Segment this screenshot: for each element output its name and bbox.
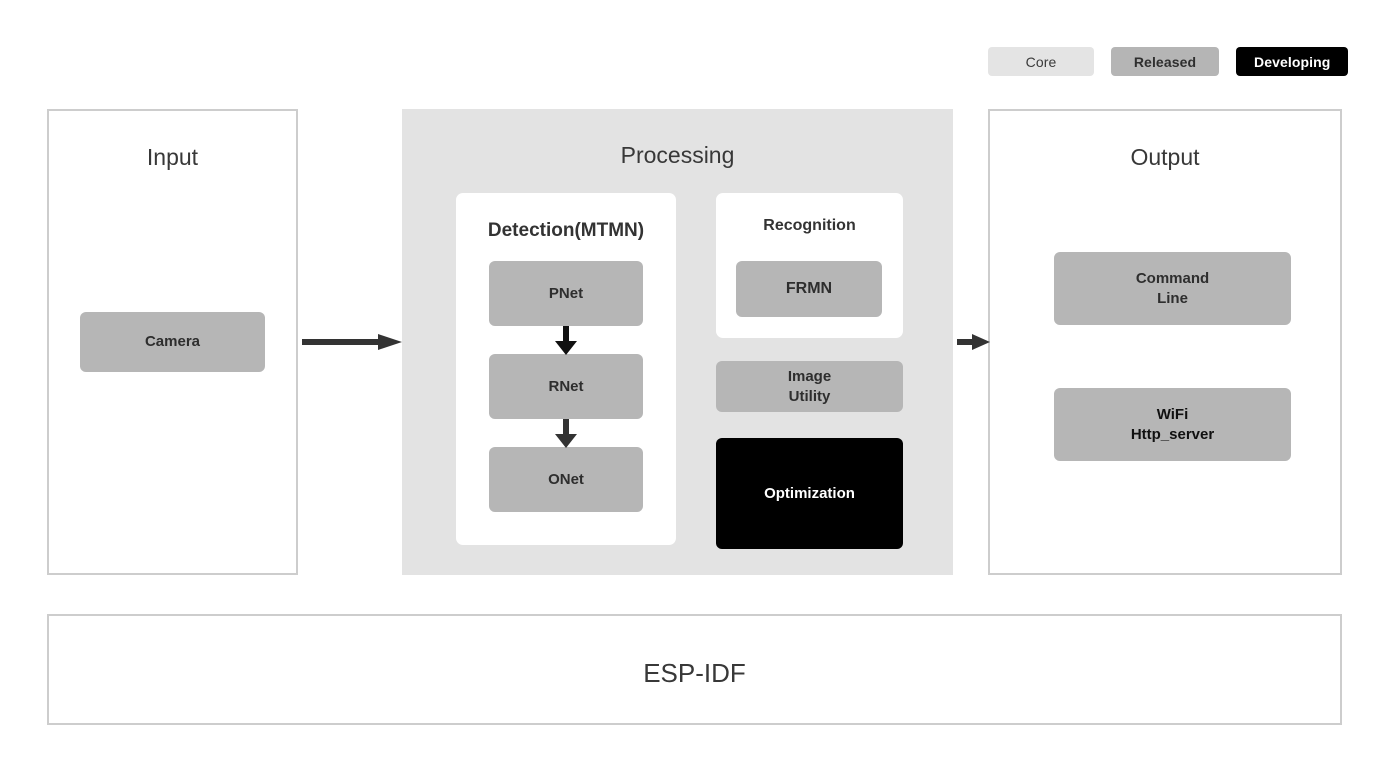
panel-output: Output — [988, 109, 1342, 575]
arrow-right-icon-input-to-processing — [302, 334, 402, 350]
legend: Core Released Developing — [988, 47, 1349, 76]
panel-input-title: Input — [146, 144, 199, 170]
card-recognition-title: Recognition — [763, 217, 856, 234]
arrow-right-icon-processing-to-output — [957, 334, 990, 350]
node-wifi-http-server-label: WiFi Http_server — [1130, 405, 1215, 443]
node-wifi-http-server[interactable]: WiFi Http_server — [1054, 388, 1291, 461]
arrow-down-icon-pnet-to-rnet — [555, 326, 577, 355]
node-command-line[interactable]: Command Line — [1054, 252, 1291, 325]
legend-item-developing[interactable]: Developing — [1236, 47, 1349, 76]
legend-item-released[interactable]: Released — [1111, 47, 1219, 76]
node-command-line-label: Command Line — [1135, 269, 1210, 307]
node-camera-label: Camera — [144, 333, 201, 351]
node-optimization[interactable]: Optimization — [716, 438, 903, 549]
legend-item-core[interactable]: Core — [988, 47, 1094, 76]
arrow-down-icon-rnet-to-onet — [555, 419, 577, 448]
node-camera[interactable]: Camera — [80, 312, 265, 372]
node-rnet[interactable]: RNet — [489, 354, 643, 419]
node-frmn-label: FRMN — [785, 280, 833, 298]
node-image-utility[interactable]: Image Utility — [716, 361, 903, 412]
panel-esp-idf-title: ESP-IDF — [643, 658, 746, 688]
card-detection-title: Detection(MTMN) — [487, 220, 645, 241]
panel-esp-idf: ESP-IDF — [47, 614, 1342, 725]
node-pnet-label: PNet — [548, 284, 584, 302]
node-onet[interactable]: ONet — [489, 447, 643, 512]
legend-item-developing-label: Developing — [1254, 53, 1331, 70]
node-rnet-label: RNet — [548, 377, 584, 395]
panel-processing-title: Processing — [620, 142, 735, 168]
node-pnet[interactable]: PNet — [489, 261, 643, 326]
legend-item-released-label: Released — [1133, 53, 1197, 70]
panel-output-title: Output — [1130, 144, 1200, 170]
node-frmn[interactable]: FRMN — [736, 261, 882, 317]
node-optimization-label: Optimization — [764, 484, 855, 502]
node-onet-label: ONet — [548, 470, 584, 488]
node-image-utility-label: Image Utility — [787, 367, 832, 405]
legend-item-core-label: Core — [1025, 53, 1057, 70]
